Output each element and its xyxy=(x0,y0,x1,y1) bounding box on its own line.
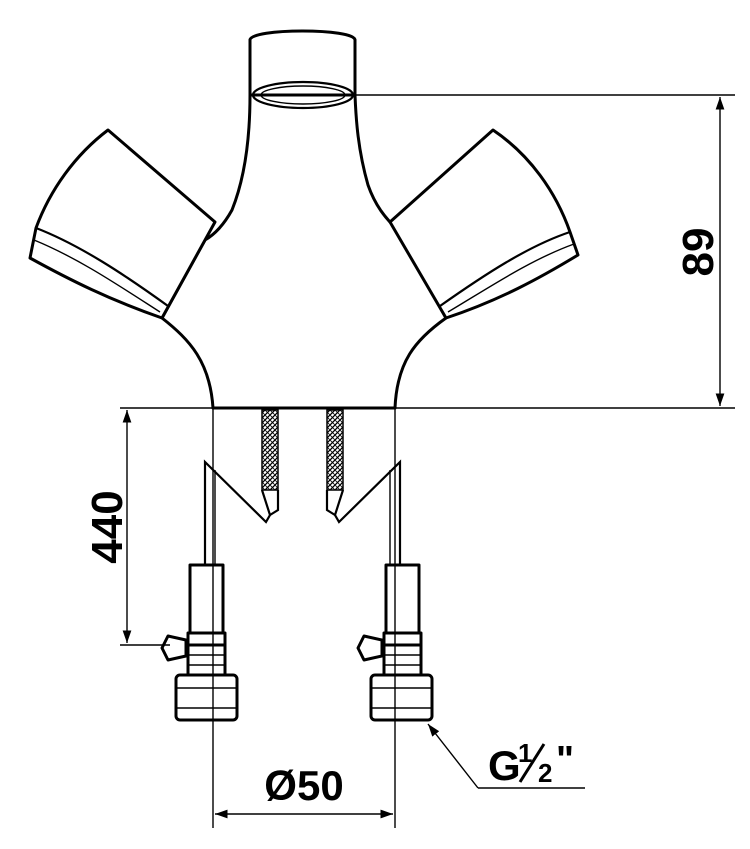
left-hose-bend-inner xyxy=(269,490,280,516)
left-connector xyxy=(160,563,239,722)
top-cap xyxy=(248,29,357,97)
dimensions: 89 440 Ø50 G 1 2 " xyxy=(83,94,735,828)
right-hose-bend-inner xyxy=(325,490,336,516)
right-connector xyxy=(356,563,434,722)
dim-50-label: Ø50 xyxy=(264,762,343,809)
braided-hoses xyxy=(203,409,402,565)
left-handle xyxy=(28,128,217,320)
thread-label-numerator: 1 xyxy=(518,738,532,768)
thread-label-suffix: " xyxy=(556,739,574,781)
left-connector-collar xyxy=(186,631,227,647)
dim-89-label: 89 xyxy=(674,228,723,277)
right-hose-bend xyxy=(333,459,402,565)
thread-leader-line xyxy=(427,723,479,789)
right-connector-nut xyxy=(369,673,434,722)
right-connector-valve-knob xyxy=(356,634,384,662)
thread-label: G 1 2 " xyxy=(488,738,574,789)
dim-440-label: 440 xyxy=(83,490,132,563)
left-braided-hose xyxy=(261,409,279,491)
faucet-body xyxy=(28,29,580,410)
left-handle-edge xyxy=(35,226,169,307)
right-handle-edge xyxy=(439,230,571,307)
right-braided-hose xyxy=(326,409,344,491)
left-connector-tube xyxy=(188,563,225,635)
right-connector-body xyxy=(382,643,423,677)
right-connector-collar xyxy=(382,631,423,647)
left-connector-valve-knob xyxy=(160,634,188,662)
left-handle-edge-inner xyxy=(33,239,161,313)
left-hose-bend xyxy=(203,459,272,565)
left-connector-body xyxy=(186,643,227,677)
right-handle xyxy=(388,128,580,320)
right-handle-edge-inner xyxy=(447,243,575,313)
left-connector-nut xyxy=(174,673,239,722)
thread-label-prefix: G xyxy=(488,742,521,789)
right-connector-tube xyxy=(384,563,421,635)
thread-label-fraction-bar xyxy=(518,743,546,783)
thread-label-denominator: 2 xyxy=(538,758,552,788)
